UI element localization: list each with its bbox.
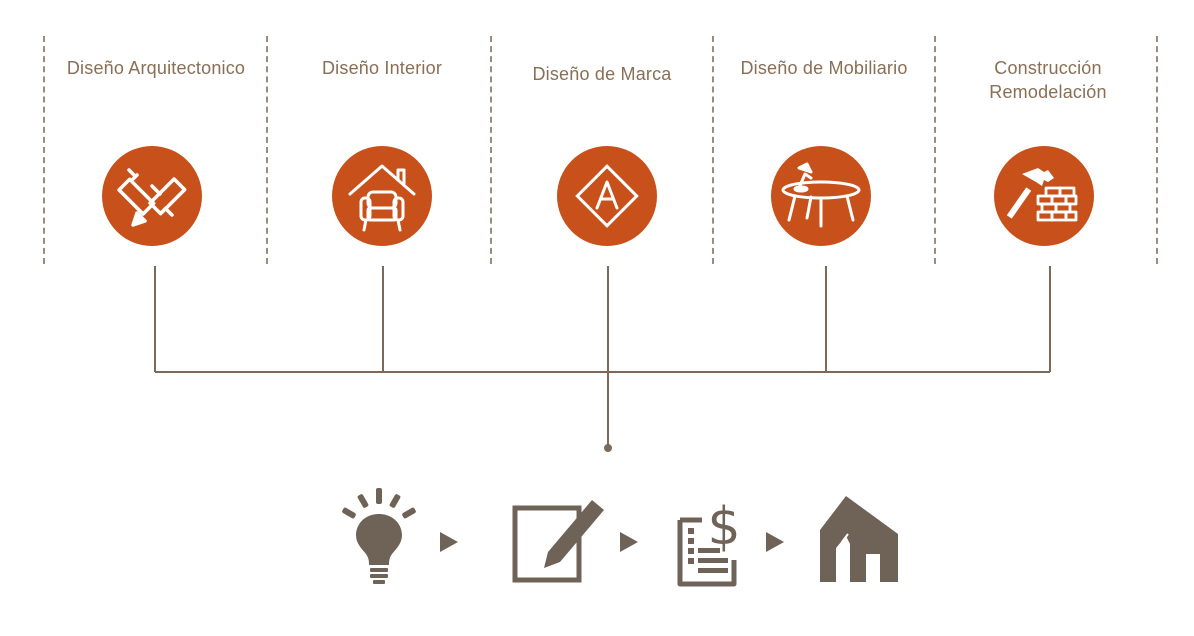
service-title: Diseño Arquitectonico	[66, 58, 246, 78]
hammer-bricks-icon	[994, 146, 1094, 246]
ruler-pencil-icon	[102, 146, 202, 246]
brand-diamond-a-icon	[557, 146, 657, 246]
service-construction-remodel: Construcción Remodelación	[936, 0, 1160, 270]
service-brand-design: Diseño de Marca	[490, 0, 714, 270]
column-divider	[490, 36, 492, 264]
service-title: Construcción Remodelación	[989, 58, 1107, 102]
column-divider	[712, 36, 714, 264]
column-divider	[1156, 36, 1158, 264]
step-arrow-icon	[766, 532, 784, 552]
step-arrow-icon	[620, 532, 638, 552]
budget-dollar-icon: $	[672, 484, 752, 590]
column-divider	[934, 36, 936, 264]
service-title: Diseño Interior	[321, 58, 443, 78]
service-architectural-design: Diseño Arquitectonico	[44, 0, 268, 270]
edit-note-icon	[510, 490, 610, 586]
service-title: Diseño de Mobiliario	[740, 58, 908, 78]
svg-text:$: $	[707, 497, 740, 557]
step-arrow-icon	[440, 532, 458, 552]
column-divider	[43, 36, 45, 264]
house-icon	[818, 494, 900, 584]
column-divider	[266, 36, 268, 264]
service-title: Diseño de Marca	[532, 64, 672, 84]
lightbulb-icon	[336, 488, 422, 588]
house-armchair-icon	[332, 146, 432, 246]
service-furniture-design: Diseño de Mobiliario	[712, 0, 936, 270]
service-interior-design: Diseño Interior	[270, 0, 494, 270]
table-lamp-icon	[771, 146, 871, 246]
